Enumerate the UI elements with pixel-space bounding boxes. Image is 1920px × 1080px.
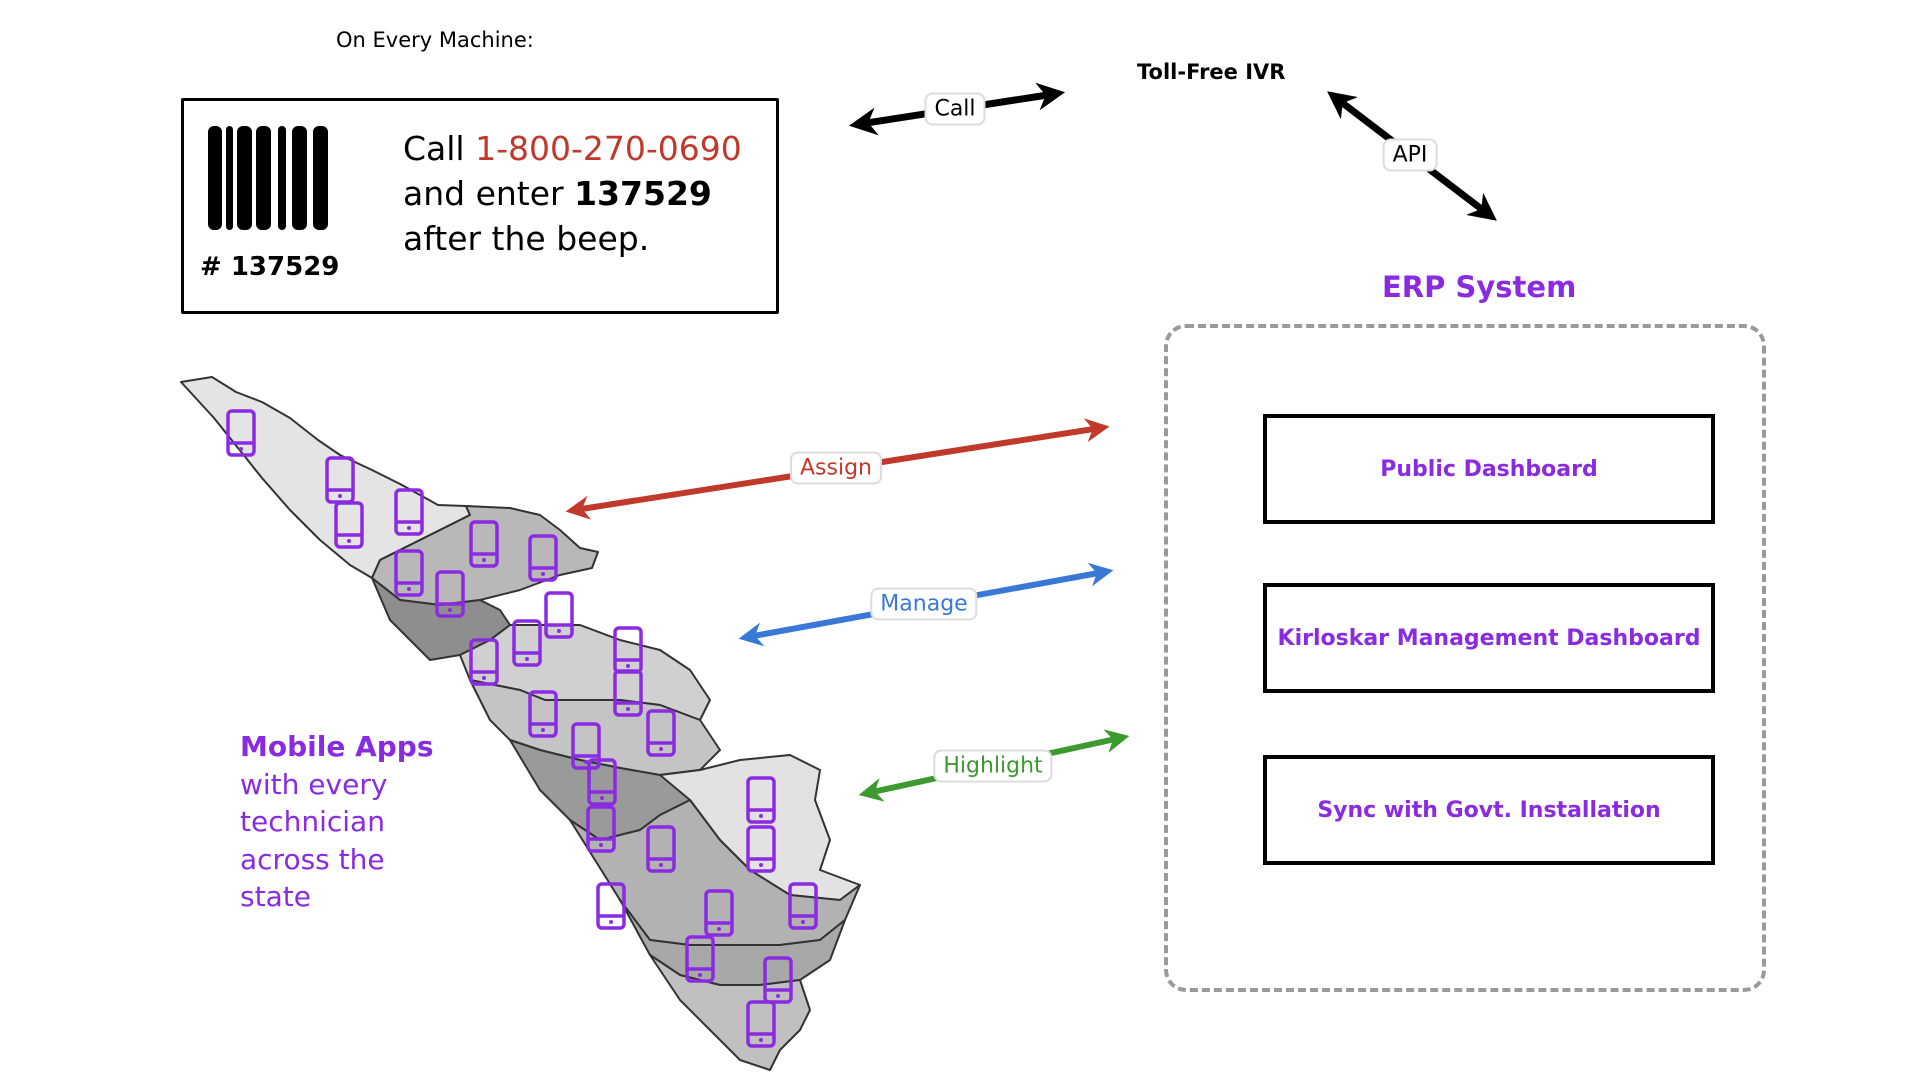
public-dashboard-box[interactable]: Public Dashboard <box>1263 414 1715 524</box>
public-dashboard-label: Public Dashboard <box>1380 456 1598 482</box>
machine-id: # 137529 <box>200 252 340 282</box>
mobile-phone-icon <box>334 501 364 549</box>
mobile-phone-icon <box>469 638 499 686</box>
mobile-phone-icon <box>528 534 558 582</box>
call-instructions: Call 1-800-270-0690 and enter 137529 aft… <box>403 126 742 261</box>
highlight-label: Highlight <box>933 749 1053 783</box>
mobile-phone-icon <box>646 709 676 757</box>
erp-title: ERP System <box>1382 270 1577 304</box>
mobile-apps-caption: Mobile Apps with every technician across… <box>240 728 434 916</box>
manage-label: Manage <box>870 587 978 621</box>
map-region-south <box>649 954 811 1071</box>
mobile-phone-icon <box>746 776 776 824</box>
instruction-line-3: after the beep. <box>403 219 650 258</box>
mobile-phone-icon <box>746 825 776 873</box>
mobile-phone-icon <box>544 591 574 639</box>
enter-text: and enter <box>403 174 575 213</box>
mobile-caption-line: state <box>240 880 311 913</box>
mobile-phone-icon <box>788 882 818 930</box>
mobile-caption-line: technician <box>240 805 385 838</box>
mobile-caption-line: with every <box>240 767 388 801</box>
mobile-caption-line: across the <box>240 842 385 876</box>
call-label: Call <box>924 92 986 126</box>
mobile-phone-icon <box>571 722 601 770</box>
mobile-phone-icon <box>646 825 676 873</box>
assign-label: Assign <box>790 451 882 485</box>
mobile-phone-icon <box>435 570 465 618</box>
mobile-phone-icon <box>469 520 499 568</box>
management-dashboard-label: Kirloskar Management Dashboard <box>1277 625 1701 651</box>
mobile-phone-icon <box>528 690 558 738</box>
ivr-title: Toll-Free IVR <box>1137 60 1286 84</box>
mobile-phone-icon <box>763 956 793 1004</box>
mobile-phone-icon <box>746 1000 776 1048</box>
phone-number[interactable]: 1-800-270-0690 <box>475 129 742 168</box>
mobile-phone-icon <box>613 669 643 717</box>
govt-sync-box[interactable]: Sync with Govt. Installation <box>1263 755 1715 865</box>
management-dashboard-box[interactable]: Kirloskar Management Dashboard <box>1263 583 1715 693</box>
mobile-phone-icon <box>685 935 715 983</box>
mobile-phone-icon <box>394 549 424 597</box>
mobile-phone-icon <box>586 805 616 853</box>
mobile-phone-icon <box>512 619 542 667</box>
mobile-phone-icon <box>226 409 256 457</box>
mobile-phone-icon <box>596 882 626 930</box>
instruction-line-2: and enter 137529 <box>403 171 742 216</box>
mobile-phone-icon <box>394 488 424 536</box>
mobile-apps-title: Mobile Apps <box>240 730 434 763</box>
api-label: API <box>1382 138 1438 172</box>
call-word: Call <box>403 129 476 168</box>
machine-code: 137529 <box>574 174 712 213</box>
mobile-phone-icon <box>587 758 617 806</box>
mobile-phone-icon <box>704 889 734 937</box>
erp-container <box>1164 324 1766 992</box>
machine-card <box>181 98 779 314</box>
instruction-line-1: Call 1-800-270-0690 <box>403 126 742 171</box>
machine-label: On Every Machine: <box>336 28 534 52</box>
govt-sync-label: Sync with Govt. Installation <box>1317 797 1661 823</box>
barcode-icon <box>208 126 328 230</box>
